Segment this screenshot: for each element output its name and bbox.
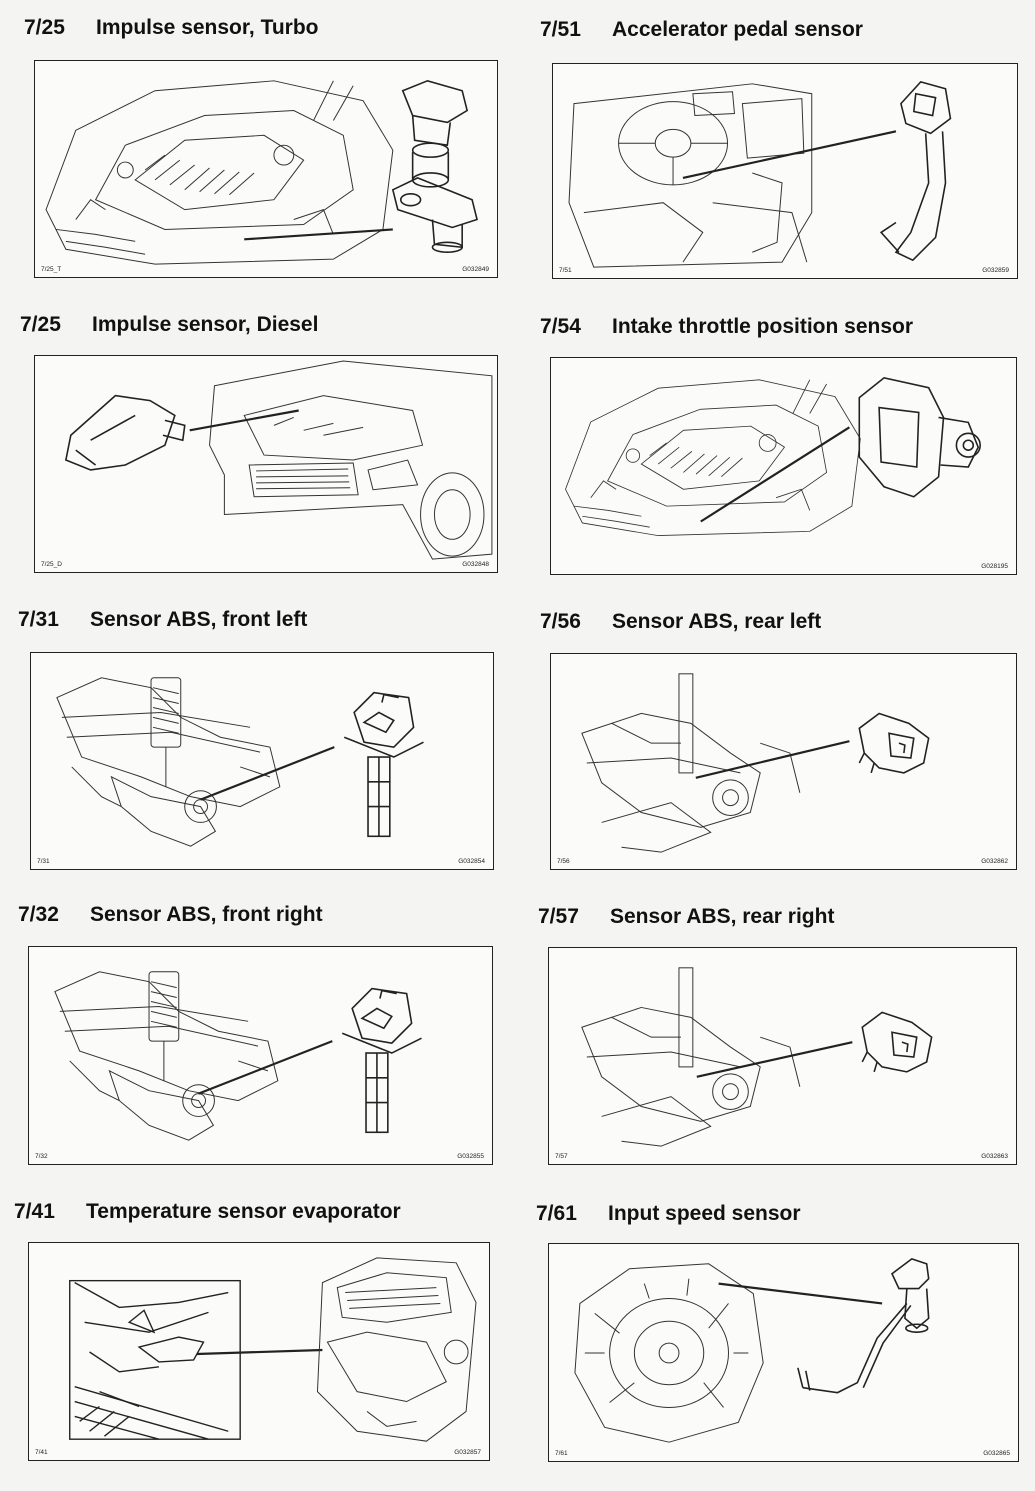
section-code: 7/31 <box>18 608 59 631</box>
figure-frame: 7/41 G032857 <box>28 1242 490 1461</box>
section-code: 7/51 <box>540 18 581 41</box>
section-temperature-sensor-evaporator: 7/41 Temperature sensor evaporator <box>14 1200 498 1464</box>
figure-frame: 7/31 G032854 <box>30 652 494 870</box>
section-sensor-abs-front-left: 7/31 Sensor ABS, front left 7/31 G032854 <box>18 608 498 872</box>
section-accelerator-pedal-sensor: 7/51 Accelerator pedal sensor 7/51 <box>540 18 1030 280</box>
section-heading: 7/32 Sensor ABS, front right <box>18 903 323 927</box>
impulse-sensor-turbo-illustration <box>45 79 478 265</box>
section-heading: 7/25 Impulse sensor, Diesel <box>20 313 318 337</box>
section-sensor-abs-front-right: 7/32 Sensor ABS, front right 7/32 G032855 <box>18 903 498 1167</box>
figure-frame: 7/61 G032865 <box>548 1243 1019 1462</box>
sensor-abs-front-left-illustration <box>56 677 425 847</box>
figure-frame: 7/51 G032859 <box>552 63 1018 279</box>
section-impulse-sensor-turbo: 7/25 Impulse sensor, Turbo 7/25_T G032849 <box>24 16 499 280</box>
figure-id: G032849 <box>462 266 489 273</box>
section-sensor-abs-rear-right: 7/57 Sensor ABS, rear right 7/57 G032863 <box>538 905 1030 1167</box>
figure-frame: 7/32 G032855 <box>28 946 493 1165</box>
intake-throttle-position-sensor-illustration <box>565 376 981 537</box>
section-title: Impulse sensor, Diesel <box>92 313 319 336</box>
figure-id: G032855 <box>457 1153 484 1160</box>
figure-reference: 7/51 <box>559 267 572 274</box>
figure-frame: 7/57 G032863 <box>548 947 1017 1165</box>
figure-reference: 7/32 <box>35 1153 48 1160</box>
figure-id: G032865 <box>983 1450 1010 1457</box>
section-code: 7/25 <box>20 313 61 336</box>
temperature-sensor-evaporator-illustration <box>69 1257 477 1442</box>
section-title: Intake throttle position sensor <box>612 315 914 338</box>
section-sensor-abs-rear-left: 7/56 Sensor ABS, rear left 7/56 G032862 <box>540 610 1030 872</box>
section-heading: 7/61 Input speed sensor <box>536 1202 801 1226</box>
figure-id: G032857 <box>454 1449 481 1456</box>
section-impulse-sensor-diesel: 7/25 Impulse sensor, Diesel 7/25_D G03284… <box>20 313 500 575</box>
figure-reference: 7/41 <box>35 1449 48 1456</box>
figure-reference: 7/25_T <box>41 266 62 273</box>
figure-frame: G028195 <box>550 357 1017 575</box>
section-title: Sensor ABS, rear right <box>610 905 835 928</box>
input-speed-sensor-illustration <box>574 1257 930 1443</box>
figure-id: G032848 <box>462 561 489 568</box>
figure-reference: 7/57 <box>555 1153 568 1160</box>
figure-frame: 7/25_T G032849 <box>34 60 498 278</box>
figure-reference: 7/31 <box>37 858 50 865</box>
figure-id: G032859 <box>982 267 1009 274</box>
section-code: 7/25 <box>24 16 65 39</box>
section-title: Temperature sensor evaporator <box>86 1200 401 1223</box>
figure-id: G032863 <box>981 1153 1008 1160</box>
section-code: 7/41 <box>14 1200 55 1223</box>
section-title: Sensor ABS, front left <box>90 608 308 631</box>
section-code: 7/56 <box>540 610 581 633</box>
section-title: Sensor ABS, front right <box>90 903 323 926</box>
figure-id: G032854 <box>458 858 485 865</box>
section-code: 7/61 <box>536 1202 577 1225</box>
figure-frame: 7/25_D G032848 <box>34 355 498 573</box>
accelerator-pedal-sensor-illustration <box>568 80 952 268</box>
section-code: 7/32 <box>18 903 59 926</box>
section-heading: 7/54 Intake throttle position sensor <box>540 315 913 339</box>
section-heading: 7/25 Impulse sensor, Turbo <box>24 16 319 40</box>
figure-reference: 7/56 <box>557 858 570 865</box>
figure-reference: 7/25_D <box>41 561 62 568</box>
figure-reference: 7/61 <box>555 1450 568 1457</box>
section-intake-throttle-position-sensor: 7/54 Intake throttle position sensor G028… <box>540 315 1030 577</box>
sensor-abs-front-right-illustration <box>54 971 423 1141</box>
section-code: 7/54 <box>540 315 581 338</box>
section-title: Input speed sensor <box>608 1202 801 1225</box>
figure-id: G032862 <box>981 858 1008 865</box>
figure-frame: 7/56 G032862 <box>550 653 1017 870</box>
section-heading: 7/57 Sensor ABS, rear right <box>538 905 834 929</box>
section-title: Sensor ABS, rear left <box>612 610 822 633</box>
section-heading: 7/51 Accelerator pedal sensor <box>540 18 863 42</box>
section-heading: 7/56 Sensor ABS, rear left <box>540 610 821 634</box>
section-heading: 7/31 Sensor ABS, front left <box>18 608 307 632</box>
section-code: 7/57 <box>538 905 579 928</box>
figure-id: G028195 <box>981 563 1008 570</box>
sensor-abs-rear-right-illustration <box>581 967 933 1147</box>
section-heading: 7/41 Temperature sensor evaporator <box>14 1200 401 1224</box>
impulse-sensor-diesel-illustration <box>64 360 493 560</box>
section-title: Accelerator pedal sensor <box>612 18 863 41</box>
sensor-abs-rear-left-illustration <box>581 673 930 853</box>
section-title: Impulse sensor, Turbo <box>96 16 319 39</box>
